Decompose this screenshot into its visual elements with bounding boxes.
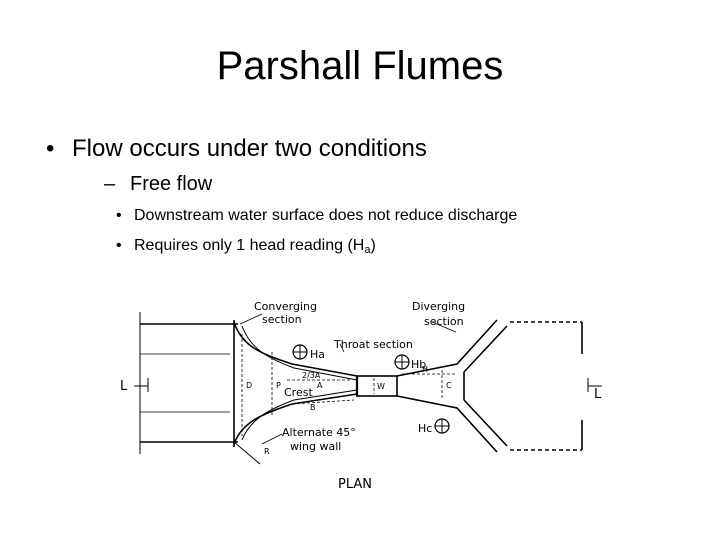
bullet-level-1: • Flow occurs under two conditions (46, 134, 427, 164)
bullet-3b-subscript: a (364, 244, 371, 256)
label-crest: Crest (284, 386, 313, 399)
bullet-dot-icon: • (116, 237, 122, 254)
leader-lines (239, 313, 457, 445)
diagram-labels: Converging section Diverging section Thr… (120, 300, 602, 492)
label-diverging-1: Diverging (412, 300, 465, 313)
bullet-level-3-b: • Requires only 1 head reading (Ha) (116, 236, 376, 260)
bullet-level-2: –Free flow (104, 171, 212, 197)
dimension-labels: 2/3A B A R D P C W H (246, 365, 452, 456)
leader-converging (239, 313, 263, 325)
label-hb: Hb (411, 358, 426, 371)
converging-inner-bottom (241, 389, 358, 441)
leader-alternate (261, 433, 283, 445)
label-converging-2: section (262, 313, 302, 326)
dimension-lines (241, 334, 457, 436)
label-l-left: L (120, 379, 128, 394)
dim-p-label: P (276, 381, 281, 390)
label-converging-1: Converging (254, 300, 317, 313)
dim-a-label: A (317, 381, 323, 390)
label-plan: PLAN (338, 477, 372, 492)
dim-b-line (291, 399, 355, 405)
label-diverging-2: section (424, 315, 464, 328)
dim-w-label: W (377, 382, 385, 391)
diverging-wall-top (396, 319, 498, 377)
leader-throat (339, 343, 345, 353)
bullet-dot-icon: • (46, 135, 55, 162)
converging-inner-top (241, 325, 358, 381)
leader-diverging (431, 321, 457, 333)
bullet-1-text: Flow occurs under two conditions (72, 135, 427, 162)
diverging-wing-bottom (463, 399, 508, 447)
dim-2-3a-label: 2/3A (302, 371, 321, 380)
converging-wall-top (233, 321, 358, 377)
dim-b-label: B (310, 403, 316, 412)
flume-outline (139, 312, 583, 465)
slide-title: Parshall Flumes (216, 44, 504, 88)
gauge-crosshairs (293, 345, 449, 433)
section-line (134, 378, 602, 392)
bullet-dot-icon: • (116, 207, 122, 224)
bullet-2-text: Free flow (130, 173, 213, 195)
label-hc: Hc (418, 422, 432, 435)
label-alternate-2: wing wall (290, 440, 341, 453)
bullet-3b-prefix: Requires only 1 head reading (H (134, 237, 365, 254)
dim-h-label: H (422, 365, 428, 374)
alternate-wing-wall (233, 441, 261, 465)
label-throat: Throat section (333, 338, 413, 351)
bullet-level-3-a: • Downstream water surface does not reduc… (116, 206, 517, 226)
dim-c-label: C (446, 381, 452, 390)
bullet-3b-suffix: ) (370, 237, 376, 254)
label-alternate-1: Alternate 45° (282, 426, 356, 439)
dim-r-label: R (264, 447, 270, 456)
bullet-dash-icon: – (104, 173, 116, 195)
parshall-flume-plan-diagram: Converging section Diverging section Thr… (120, 300, 602, 492)
label-ha: Ha (310, 348, 325, 361)
diverging-wall-bottom (396, 395, 498, 453)
bullet-3a-text: Downstream water surface does not reduce… (134, 207, 518, 224)
label-l-right: L (594, 387, 602, 402)
dim-d-label: D (246, 381, 252, 390)
converging-wall-bottom (233, 393, 358, 445)
diverging-wing-top (463, 325, 508, 373)
